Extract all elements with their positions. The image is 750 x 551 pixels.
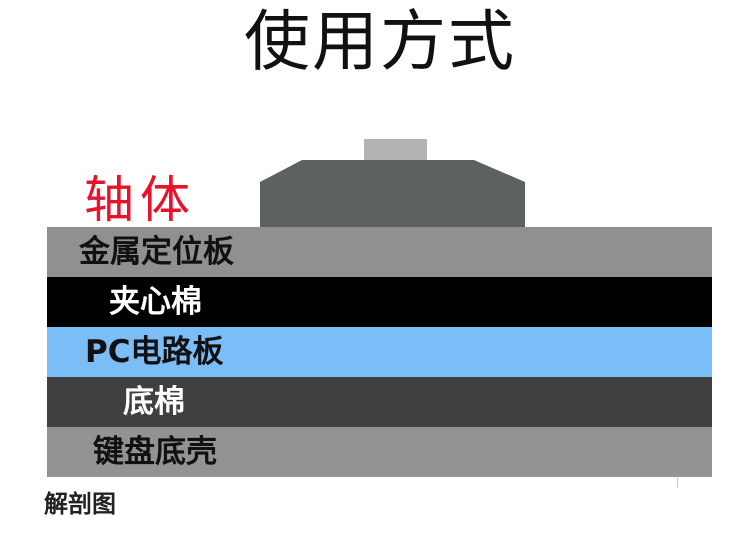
layer-pc-board: PC电路板	[47, 327, 712, 377]
divider	[677, 476, 678, 488]
layer-label: 底棉	[123, 384, 185, 420]
layer-label: 夹心棉	[109, 284, 202, 320]
layer-metal-plate: 金属定位板	[47, 227, 712, 277]
page-title: 使用方式	[244, 3, 516, 80]
layer-label: 金属定位板	[79, 234, 234, 270]
layer-bottom-foam: 底棉	[47, 377, 712, 427]
switch-housing	[260, 160, 525, 227]
switch-stem	[364, 139, 427, 161]
shaft-label: 轴体	[84, 171, 196, 229]
layer-keyboard-case: 键盘底壳	[47, 427, 712, 477]
layer-sandwich-foam: 夹心棉	[47, 277, 712, 327]
caption: 解剖图	[44, 490, 116, 518]
layer-label: PC电路板	[85, 334, 224, 370]
layer-label: 键盘底壳	[93, 434, 217, 470]
